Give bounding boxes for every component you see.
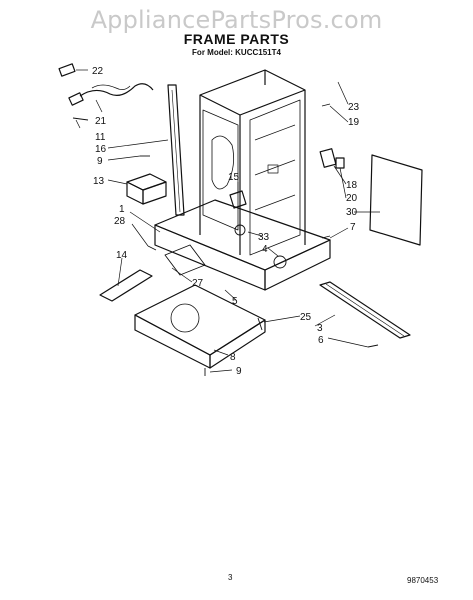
main-frame — [199, 69, 306, 256]
callout-4: 4 — [262, 244, 268, 255]
callout-15: 15 — [228, 172, 240, 183]
callout-28: 28 — [114, 216, 126, 227]
callout-11: 11 — [95, 132, 106, 143]
callout-19: 19 — [348, 117, 360, 128]
callout-18: 18 — [346, 180, 358, 191]
callout-9b: 9 — [236, 366, 242, 377]
callout-22: 22 — [92, 66, 104, 77]
callout-1: 1 — [119, 204, 125, 215]
callout-14: 14 — [116, 250, 128, 261]
page-title: FRAME PARTS — [183, 31, 290, 47]
callout-25: 25 — [300, 312, 312, 323]
callout-20: 20 — [346, 193, 358, 204]
trim-strip — [99, 269, 153, 302]
switch — [229, 190, 247, 209]
callout-13: 13 — [93, 176, 105, 187]
base-frame — [154, 199, 331, 291]
callout-5: 5 — [232, 296, 238, 307]
bottom-pan — [134, 284, 266, 369]
callout-labels: 22 21 11 16 9 13 1 28 14 27 15 33 4 23 1… — [92, 66, 360, 377]
watermark: AppliancePartsPros.com — [90, 6, 383, 34]
document-code: 9870453 — [407, 576, 439, 585]
left-rail — [167, 84, 185, 216]
callout-23: 23 — [348, 102, 360, 113]
screws — [72, 103, 379, 376]
callout-33: 33 — [258, 232, 270, 243]
callout-27: 27 — [192, 278, 204, 289]
callout-30: 30 — [346, 207, 358, 218]
right-rail — [319, 281, 411, 339]
leader-lines — [75, 69, 380, 373]
hinge-parts — [319, 148, 345, 169]
callout-9a: 9 — [97, 156, 103, 167]
callout-8: 8 — [230, 352, 236, 363]
power-cord — [58, 63, 154, 106]
side-panel — [369, 154, 423, 246]
callout-16: 16 — [95, 144, 107, 155]
callout-6: 6 — [318, 335, 324, 346]
bracket — [126, 173, 167, 205]
callout-7: 7 — [350, 222, 356, 233]
model-subtitle: For Model: KUCC151T4 — [192, 48, 281, 57]
callout-21: 21 — [95, 116, 107, 127]
page-number: 3 — [228, 573, 233, 582]
callout-3: 3 — [317, 323, 323, 334]
